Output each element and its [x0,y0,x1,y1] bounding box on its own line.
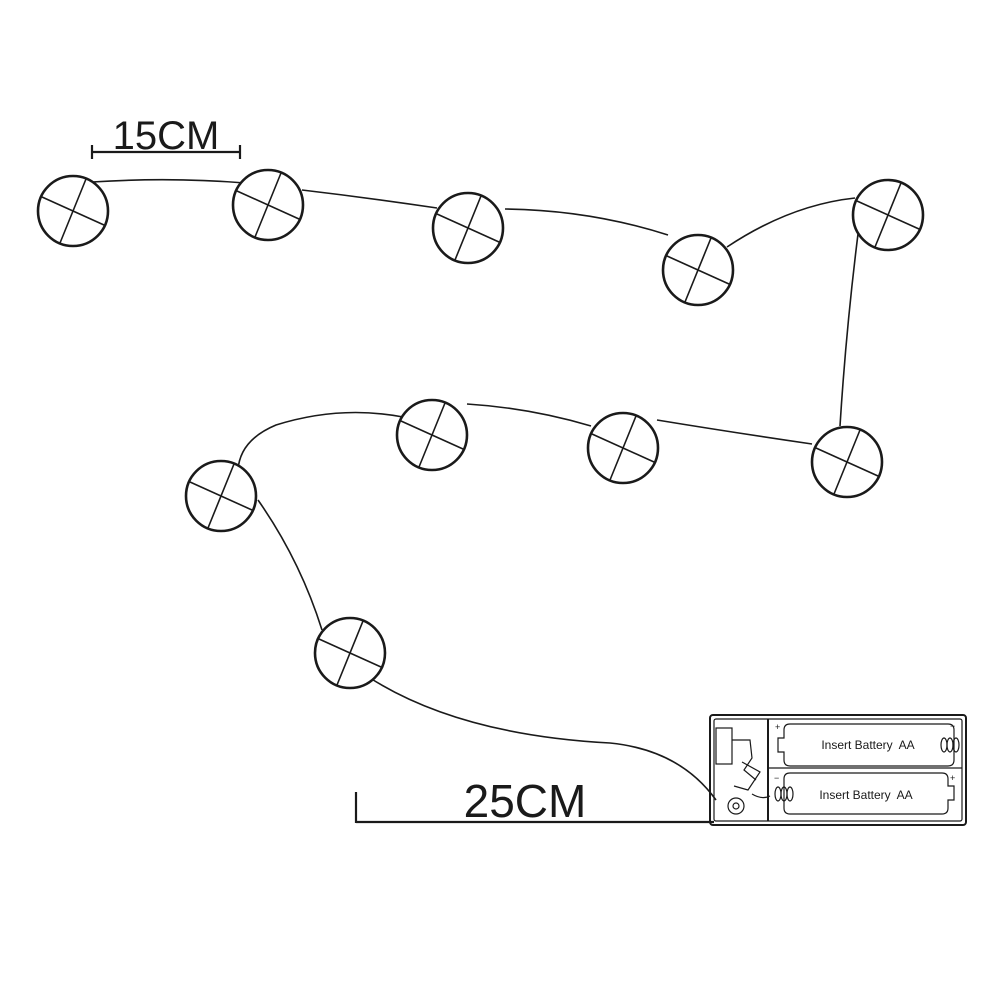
minus-sign: − [774,773,779,783]
bulb [431,191,505,265]
battery-cell-label: Insert Battery AA [821,738,914,752]
bulb [810,425,884,499]
wire-segment [656,419,813,445]
wire-segment [301,189,438,209]
wire-segment [466,403,592,427]
dimension-bulb-spacing: 15CM [90,114,242,159]
bulb [586,411,660,485]
lead-wire-label: 25CM [464,775,587,827]
wire-segment [726,197,856,248]
battery-cell-label: Insert Battery AA [819,788,912,802]
dimension-lead-wire: 25CM [354,775,714,827]
switch-icon [715,727,771,815]
battery-cell: Insert Battery AA + − [775,721,960,767]
wire-segment [237,411,404,471]
wire-string [91,178,859,801]
bulb [661,233,735,307]
minus-sign: − [950,721,955,731]
bulb [231,168,305,242]
bulb [36,174,110,248]
bulbs [36,168,925,690]
battery-box: Insert Battery AA + − Insert Battery AA … [709,714,967,826]
battery-cell: Insert Battery AA − + [774,772,955,815]
wire-segment [91,178,246,184]
bulb [184,459,258,533]
bulb [313,616,387,690]
bulb-spacing-label: 15CM [113,114,220,158]
plus-sign: + [950,773,955,783]
wire-segment [257,499,323,631]
spring-icon [774,786,794,802]
plus-sign: + [775,722,780,732]
bulb [851,178,925,252]
wire-segment [504,208,669,236]
wire-segment [839,233,859,427]
spring-icon [940,737,960,753]
wire-segment [369,677,717,801]
bulb [395,398,469,472]
